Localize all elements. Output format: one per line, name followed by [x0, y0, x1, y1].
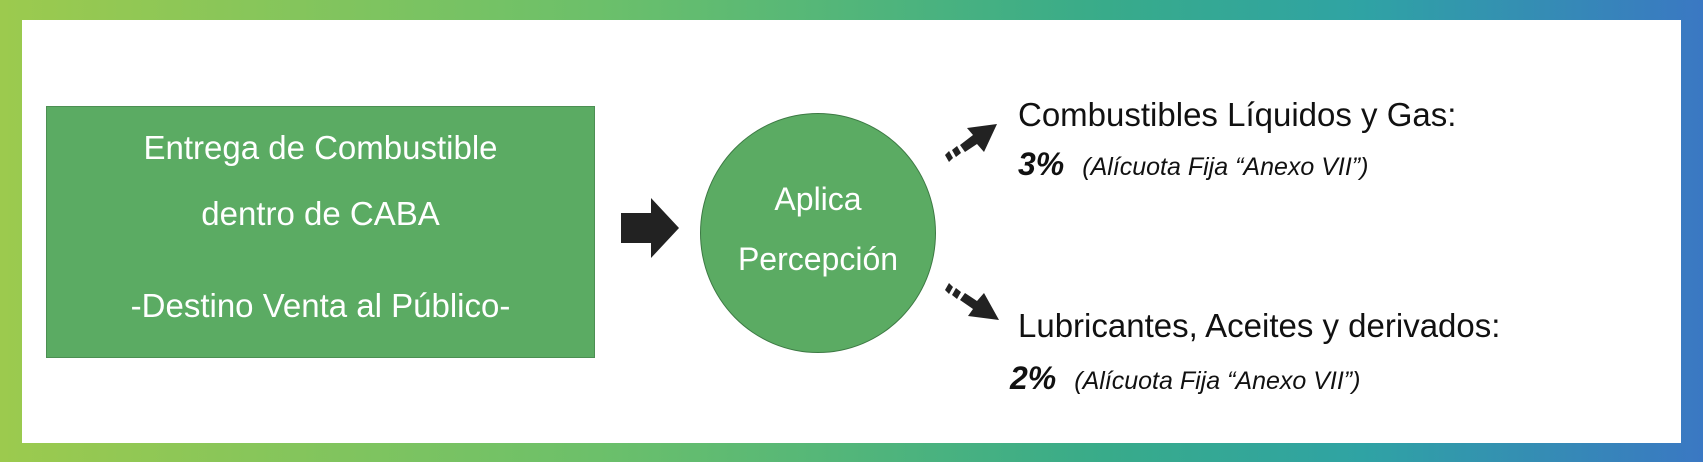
source-box: Entrega de Combustible dentro de CABA -D…: [46, 106, 595, 358]
dashed-arrow-up-icon: [945, 124, 997, 162]
source-line-2: dentro de CABA: [201, 195, 440, 232]
outcome-2-rate-line: 2% (Alícuota Fija “Anexo VII”): [1010, 360, 1360, 397]
outcome-1-rate-line: 3% (Alícuota Fija “Anexo VII”): [1018, 146, 1368, 183]
outcome-2-title: Lubricantes, Aceites y derivados:: [1018, 307, 1501, 344]
outcome-1-rate: 3%: [1018, 146, 1065, 182]
outcome-1-title: Combustibles Líquidos y Gas:: [1018, 96, 1457, 133]
outcome-2-rate: 2%: [1010, 360, 1057, 396]
source-line-3: -Destino Venta al Público-: [130, 287, 511, 324]
apply-perception-node: Aplica Percepción: [700, 113, 936, 353]
node-line-2: Percepción: [737, 241, 899, 277]
outcome-1-note: (Alícuota Fija “Anexo VII”): [1082, 153, 1369, 181]
main-arrow-icon: [621, 198, 679, 258]
source-line-1: Entrega de Combustible: [143, 129, 498, 166]
node-line-1: Aplica: [774, 181, 862, 217]
outcome-2-note: (Alícuota Fija “Anexo VII”): [1074, 367, 1361, 395]
dashed-arrow-down-icon: [945, 283, 999, 320]
